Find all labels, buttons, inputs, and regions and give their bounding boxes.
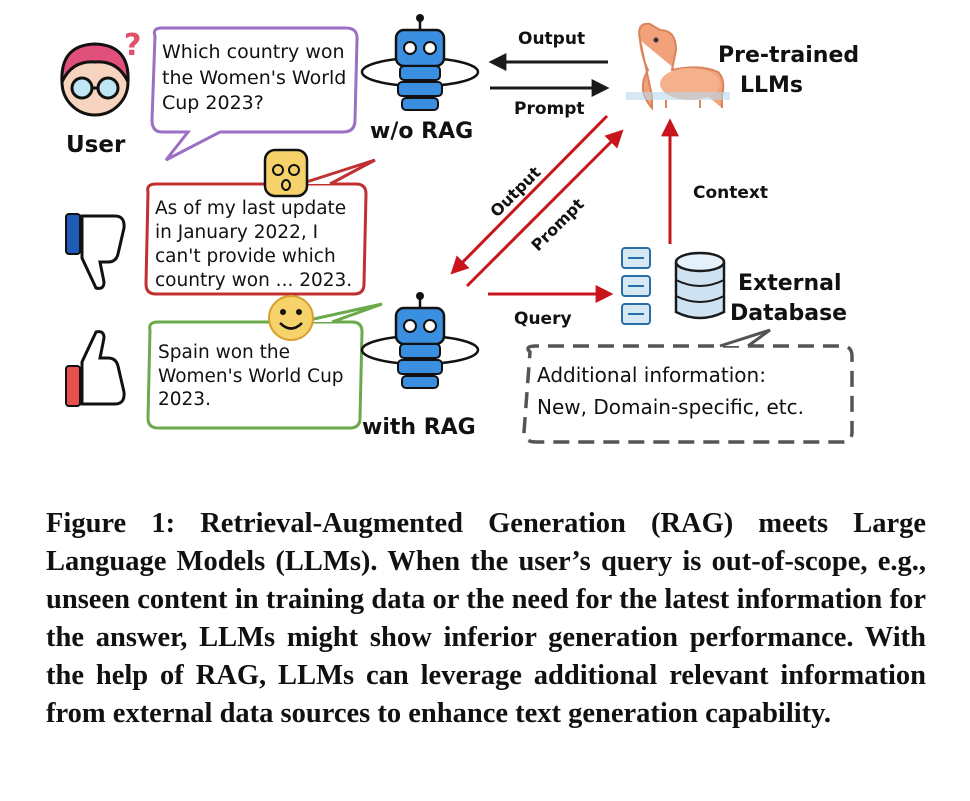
server-stack-icon (621, 247, 651, 325)
output-top-label: Output (518, 29, 585, 49)
question-bubble: Which country won the Women's World Cup … (150, 26, 359, 162)
thumbs-down-icon (65, 213, 126, 290)
figure-caption: Figure 1: Retrieval-Augmented Generation… (46, 508, 926, 729)
llama-icon (626, 22, 730, 111)
additional-info-text: Additional information: New, Domain-spec… (537, 363, 804, 419)
prompt-diag-label: Prompt (527, 194, 588, 255)
wo-rag-label: w/o RAG (370, 119, 473, 144)
thumbs-up-icon (65, 330, 126, 407)
context-label: Context (693, 183, 768, 203)
robot-bottom-icon (360, 292, 480, 389)
good-answer-text: Spain won the Women's World Cup 2023. (158, 342, 349, 410)
query-label: Query (514, 309, 572, 329)
good-answer-bubble: Spain won the Women's World Cup 2023. (146, 302, 383, 430)
question-mark-icon: ? (124, 28, 141, 63)
output-diag-label: Output (486, 163, 544, 221)
prompt-arrow-diagonal (465, 129, 624, 288)
user-label: User (66, 132, 126, 158)
with-rag-label: with RAG (362, 415, 476, 440)
smile-face-icon (268, 295, 314, 341)
llm-label: Pre-trained LLMs (718, 43, 867, 98)
database-icon (674, 251, 726, 320)
output-arrow-diagonal (450, 114, 609, 275)
bad-answer-bubble: As of my last update in January 2022, I … (144, 158, 376, 296)
rag-diagram: ? User Which country won the Women's Wor… (60, 14, 867, 444)
user-avatar-icon: ? (60, 28, 141, 117)
db-label: External Database (730, 271, 849, 326)
bad-answer-text: As of my last update in January 2022, I … (155, 198, 352, 291)
dizzy-face-icon (263, 148, 309, 198)
additional-info-box: Additional information: New, Domain-spec… (522, 328, 854, 444)
robot-top-icon (360, 14, 480, 111)
prompt-top-label: Prompt (514, 99, 585, 119)
question-text: Which country won the Women's World Cup … (162, 41, 352, 114)
